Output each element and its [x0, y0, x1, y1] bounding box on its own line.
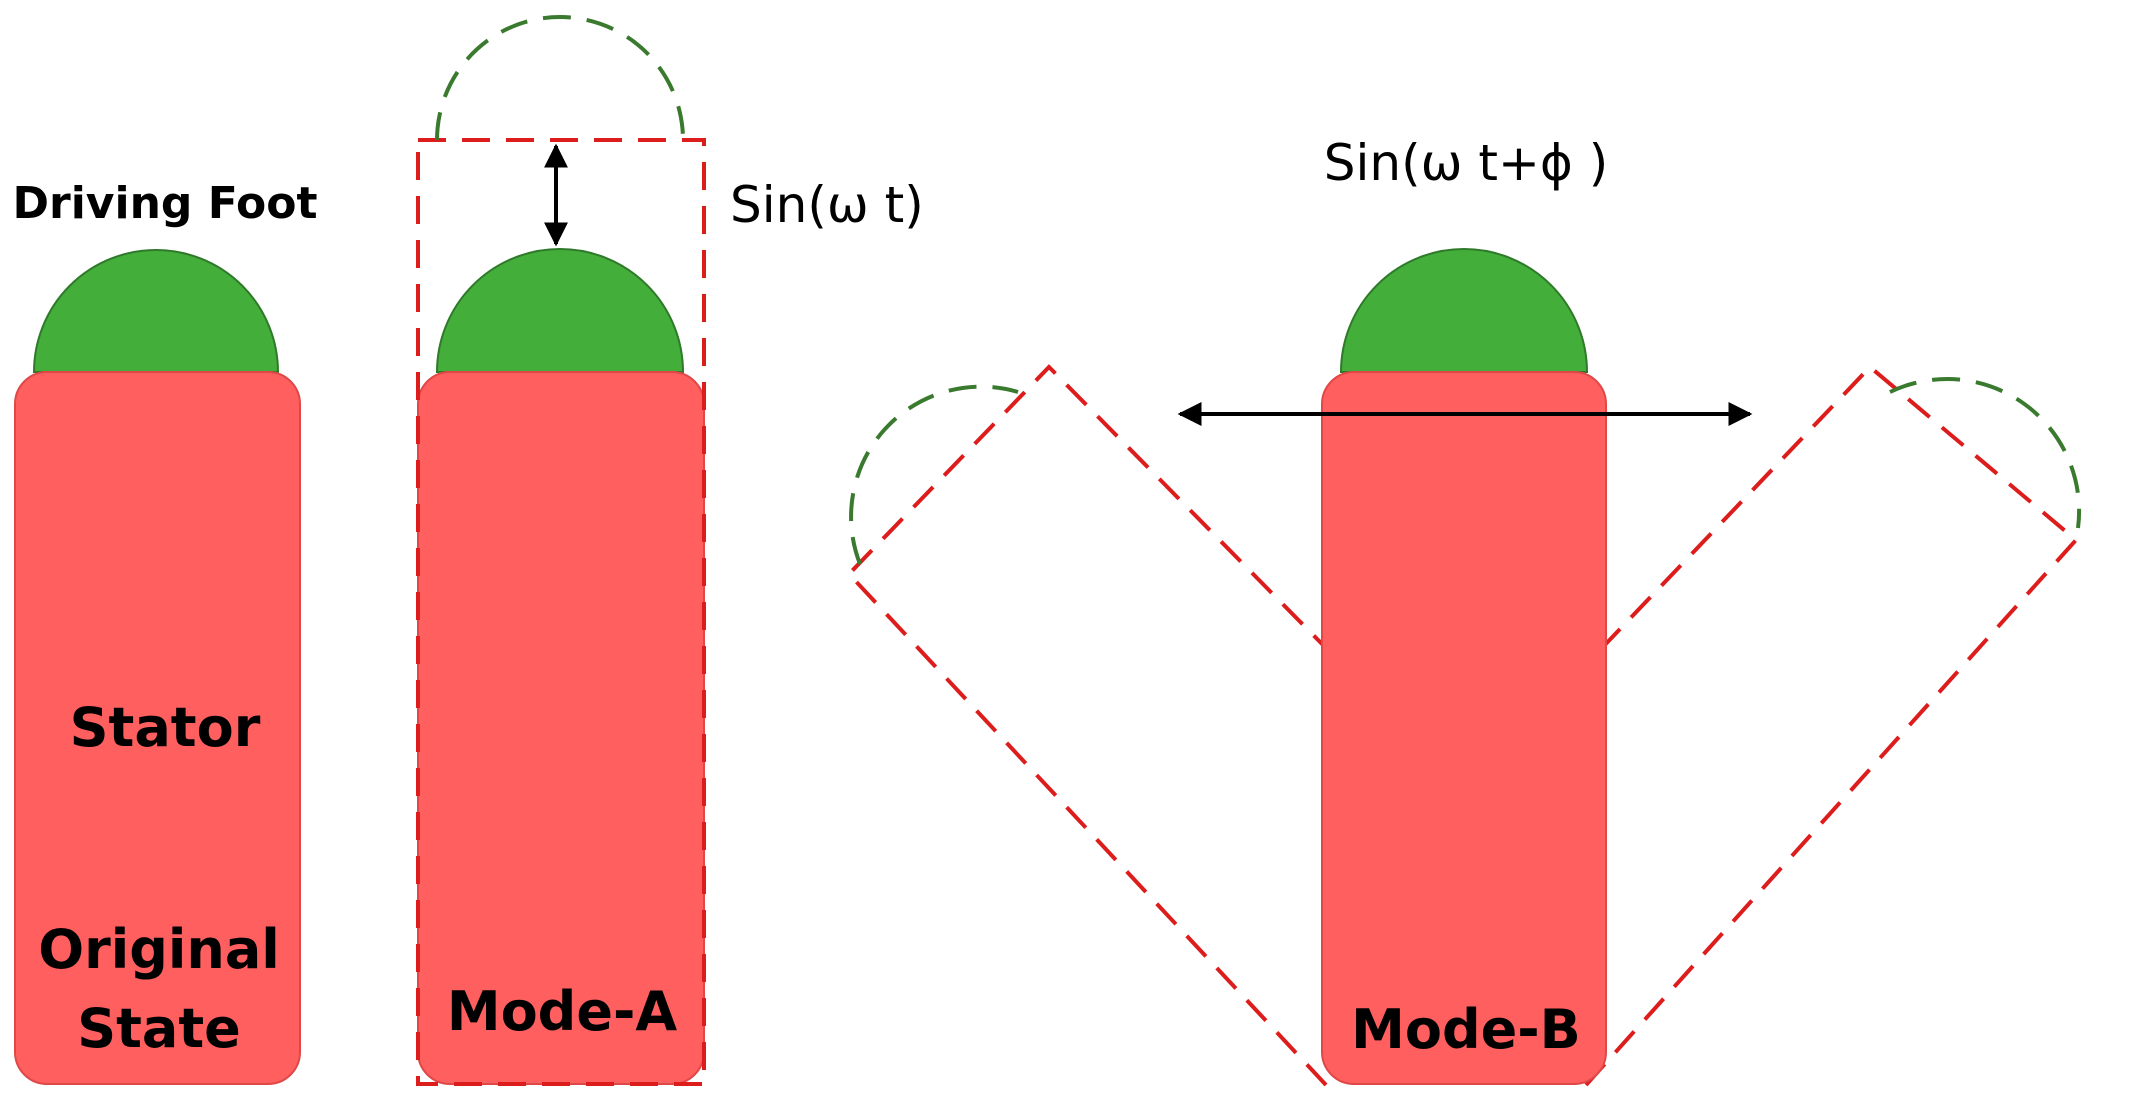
mode-a-formula: Sin(ω t): [730, 176, 924, 234]
mode-b-right-tilted-foot-outline: [1889, 377, 2082, 529]
original-state-label-line2: State: [77, 997, 241, 1060]
mode-a-group: Sin(ω t) Mode-A: [416, 15, 924, 1086]
original-driving-foot: [32, 249, 280, 373]
mode-a-label: Mode-A: [447, 980, 678, 1043]
mode-b-stator: [1321, 371, 1607, 1085]
mode-a-displaced-foot-outline: [435, 15, 685, 141]
mode-b-label: Mode-B: [1351, 998, 1581, 1061]
original-state-label-line1: Original: [38, 918, 280, 981]
mode-a-stator: [417, 371, 705, 1085]
driving-foot-label: Driving Foot: [13, 178, 318, 229]
original-state-group: Driving Foot Stator Original State: [13, 178, 318, 1085]
mode-a-displaced-stator-outline: [416, 138, 706, 1086]
mode-b-group: Sin(ω t+ϕ ) Mode-B: [846, 134, 2082, 1087]
mode-b-driving-foot: [1339, 248, 1589, 373]
stator-label: Stator: [70, 696, 261, 759]
mode-b-left-tilted-stator-outline: [846, 364, 1328, 1087]
original-stator: [14, 371, 301, 1085]
mode-a-driving-foot: [435, 248, 685, 373]
mode-b-formula: Sin(ω t+ϕ ): [1324, 134, 1608, 192]
mode-b-left-tilted-foot-outline: [849, 384, 1019, 565]
mode-b-right-tilted-stator-outline: [1584, 364, 2079, 1087]
